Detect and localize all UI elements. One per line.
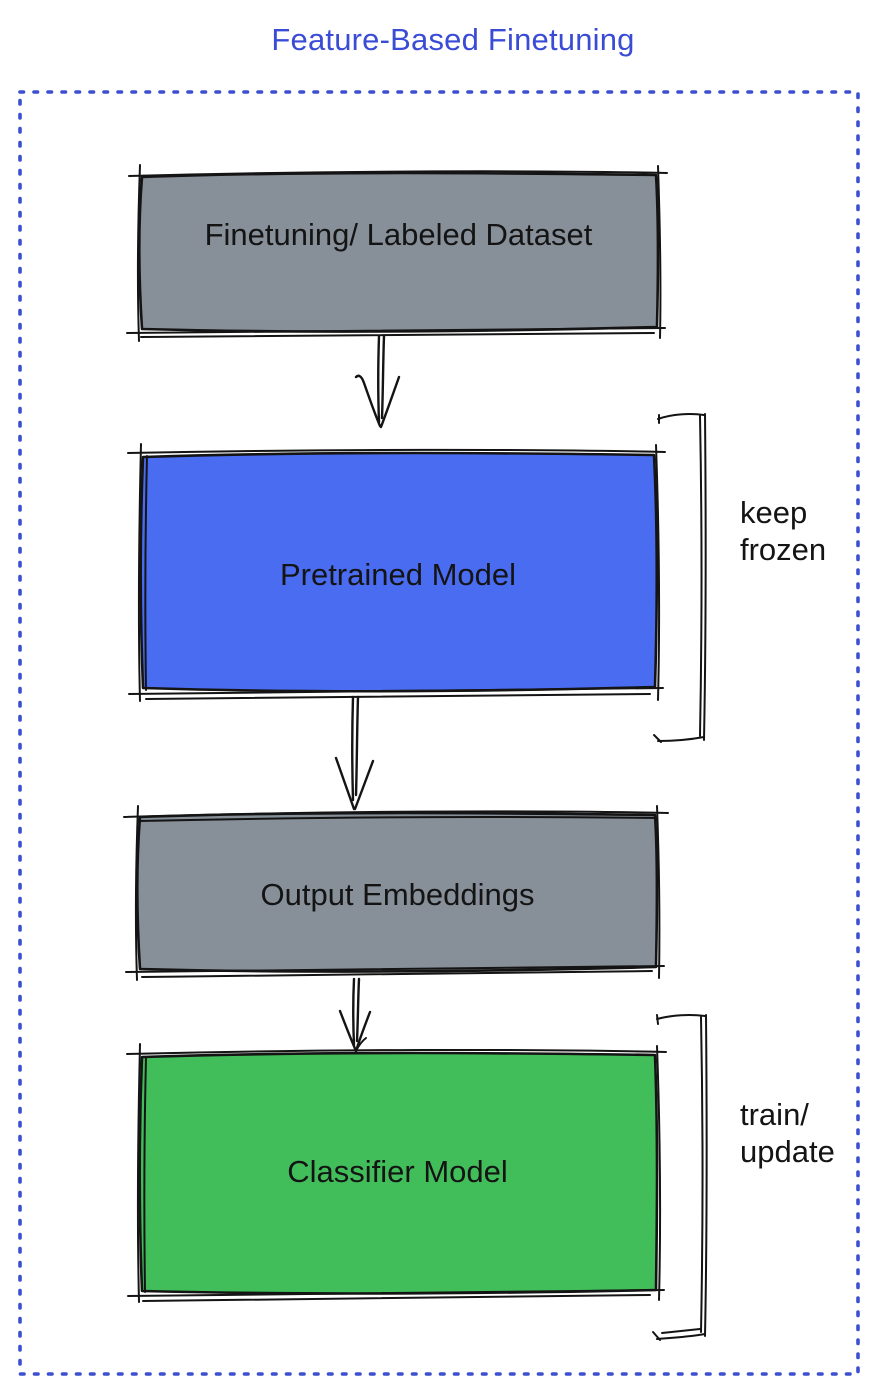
node-finetuning-dataset-shape [126,164,668,342]
flow-arrow-dataset-to-pretrained [354,334,401,429]
flow-arrow-embeddings-to-classifier [338,977,372,1053]
node-label-finetuning-dataset: Finetuning/ Labeled Dataset [204,217,593,252]
dashed-frame [18,90,860,1376]
node-label-classifier-model: Classifier Model [287,1154,508,1189]
annotation-line: train/ [740,1097,809,1132]
bracket-keep-frozen [653,413,707,743]
diagram-title: Feature-Based Finetuning [271,22,635,57]
node-output-embeddings-shape [123,805,669,981]
node-pretrained-model-shape [127,443,666,702]
annotation-train-update: train/ update [740,1096,835,1170]
annotation-line: update [740,1134,835,1169]
annotation-keep-frozen: keep frozen [740,494,826,568]
node-label-pretrained-model: Pretrained Model [279,557,517,592]
node-classifier-model-shape [126,1043,667,1303]
flow-arrow-pretrained-to-embeddings [334,695,375,811]
annotation-line: frozen [740,532,827,567]
node-label-output-embeddings: Output Embeddings [260,877,535,912]
bracket-train-update [652,1014,708,1341]
annotation-line: keep [740,495,808,530]
